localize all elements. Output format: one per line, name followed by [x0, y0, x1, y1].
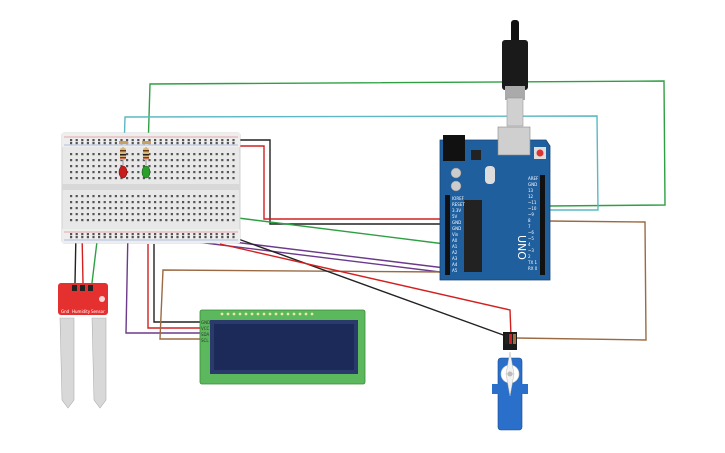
- wire-red-5v: [232, 145, 445, 220]
- wire-brown-servo: [515, 220, 647, 341]
- wire-brown-lcd: [159, 269, 446, 340]
- arduino-right-pin-label: ~5: [528, 236, 534, 241]
- lcd-header-pins: [220, 312, 314, 316]
- arduino-left-pin-label: A3: [452, 256, 458, 261]
- resistor-green-led: [143, 148, 149, 160]
- usb-cable: [502, 20, 528, 127]
- arduino-uno-label: UNO: [515, 235, 528, 260]
- arduino-left-pin-label: A2: [452, 250, 458, 255]
- lcd-display: GND VCC SDA SCL: [199, 309, 366, 385]
- arduino-right-pin-label: 12: [528, 194, 534, 199]
- arduino-right-pin-label: ~11: [528, 200, 537, 205]
- sensor-pin-gnd: Gnd: [61, 309, 70, 314]
- wire-black-servo: [229, 235, 507, 337]
- arduino-right-pin-label: GND: [528, 182, 537, 187]
- servo-motor: [492, 332, 528, 431]
- arduino-left-pin-label: IOREF: [452, 196, 465, 201]
- arduino-left-pin-label: A4: [452, 262, 458, 267]
- arduino-right-pin-label: 8: [528, 218, 531, 223]
- wire-red-servo: [219, 243, 512, 337]
- soil-moisture-sensor: Gnd Humidity Sensor: [58, 283, 108, 409]
- arduino-right-pin-label: ~6: [528, 230, 534, 235]
- sensor-pin-sensor: Sensor: [91, 309, 105, 314]
- resistor-red-led: [120, 148, 126, 160]
- arduino-left-pin-label: RESET: [452, 202, 465, 207]
- lcd-pin-vcc: VCC: [201, 326, 210, 331]
- wire-black-lcd: [153, 244, 200, 323]
- arduino-left-pin-label: A5: [452, 268, 458, 273]
- lcd-pin-scl: SCL: [201, 338, 209, 343]
- arduino-left-pin-label: GND: [452, 220, 461, 225]
- arduino-right-pin-label: 2: [528, 254, 531, 259]
- wire-green-led: [147, 80, 666, 207]
- wire-black-gnd: [232, 139, 445, 225]
- arduino-right-pin-label: RX 0: [528, 266, 538, 271]
- wire-teal-led: [123, 115, 599, 211]
- arduino-right-pin-label: TX 1: [527, 260, 537, 265]
- arduino-left-pin-label: Vin: [452, 232, 459, 237]
- arduino-right-pin-label: AREF: [528, 176, 539, 181]
- arduino-left-pin-label: A1: [452, 244, 458, 249]
- arduino-left-pin-label: A0: [452, 238, 458, 243]
- wire-red-lcd: [147, 244, 200, 329]
- wire-purple-sda: [125, 228, 446, 334]
- lcd-pin-gnd: GND: [201, 320, 210, 325]
- breadboard-holes: [70, 139, 235, 239]
- arduino-right-pin-label: 7: [528, 224, 531, 229]
- arduino-right-pin-label: ~10: [528, 206, 537, 211]
- arduino-right-pin-label: 13: [528, 188, 534, 193]
- arduino-left-pin-label: GND: [452, 226, 461, 231]
- sensor-pin-humidity: Humidity: [72, 309, 91, 314]
- arduino-right-pin-label: ~3: [528, 248, 534, 253]
- arduino-left-pin-label: 3.3V: [452, 208, 461, 213]
- arduino-right-pin-label: 4: [528, 242, 531, 247]
- arduino-right-pin-label: ~9: [528, 212, 534, 217]
- lcd-pin-sda: SDA: [201, 332, 210, 337]
- breadboard: [61, 132, 241, 244]
- arduino-left-pin-label: 5V: [452, 214, 458, 219]
